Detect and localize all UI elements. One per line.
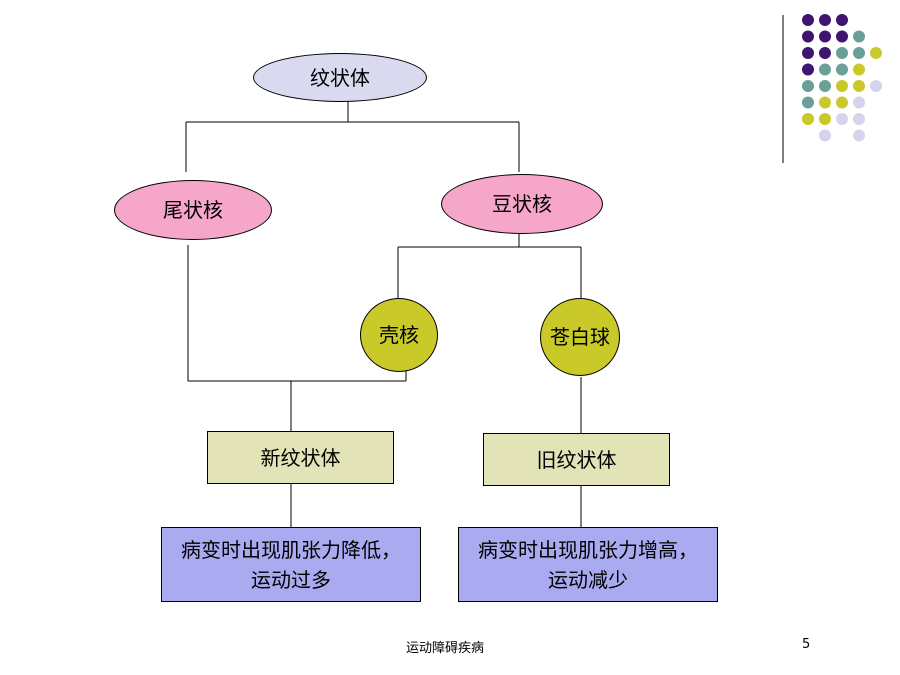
decorative-dot: [802, 47, 814, 59]
decorative-dot: [802, 96, 814, 109]
decorative-dot: [819, 129, 831, 142]
node-paleostriatum-label: 旧纹状体: [536, 447, 617, 472]
decorative-dot: [802, 14, 814, 26]
node-neostriatum-label: 新纹状体: [260, 445, 341, 470]
node-paleostriatum-effect: 病变时出现肌张力增高， 运动减少: [458, 527, 718, 602]
node-putamen-label: 壳核: [379, 323, 419, 347]
decorative-dot: [836, 14, 848, 26]
decorative-dot: [819, 30, 831, 43]
node-caudate-label: 尾状核: [163, 198, 223, 222]
decorative-dot: [853, 113, 865, 125]
node-neostriatum-effect-label: 病变时出现肌张力降低， 运动过多: [181, 537, 401, 592]
decorative-dot: [836, 80, 848, 92]
decorative-dot: [802, 80, 814, 92]
decorative-dot: [819, 63, 831, 76]
node-paleostriatum-effect-label: 病变时出现肌张力增高， 运动减少: [478, 537, 698, 592]
decorative-dot: [853, 63, 865, 76]
decorative-dot: [819, 113, 831, 125]
decorative-dot: [819, 80, 831, 92]
decorative-dot: [802, 63, 814, 76]
node-neostriatum-effect: 病变时出现肌张力降低， 运动过多: [161, 527, 421, 602]
decorative-dot: [853, 96, 865, 109]
decorative-dot: [836, 113, 848, 125]
decorative-dot: [870, 80, 882, 92]
page-number: 5: [802, 637, 811, 652]
node-putamen: 壳核: [360, 298, 438, 372]
decorative-dot: [853, 47, 865, 59]
decorative-dot: [819, 47, 831, 59]
decorative-dot: [836, 63, 848, 76]
node-caudate: 尾状核: [114, 180, 272, 240]
node-striatum-label: 纹状体: [310, 65, 370, 90]
decorative-dot: [853, 30, 865, 43]
node-paleostriatum: 旧纹状体: [483, 433, 670, 486]
decorative-dot: [836, 30, 848, 43]
decorative-dot: [836, 47, 848, 59]
decorative-dot: [802, 113, 814, 125]
decorative-dot: [819, 96, 831, 109]
decorative-dot: [853, 129, 865, 142]
node-lentiform-label: 豆状核: [492, 192, 552, 216]
decorative-dot: [870, 47, 882, 59]
node-striatum: 纹状体: [253, 53, 427, 102]
decorative-dot: [853, 80, 865, 92]
decorative-dot: [836, 96, 848, 109]
decorative-dot: [819, 14, 831, 26]
decorative-dot: [802, 30, 814, 43]
node-globus-pallidus-label: 苍白球: [550, 325, 610, 349]
node-globus-pallidus: 苍白球: [540, 298, 620, 376]
node-lentiform: 豆状核: [441, 174, 603, 234]
node-neostriatum: 新纹状体: [207, 431, 394, 484]
footer-title: 运动障碍疾病: [406, 641, 485, 656]
